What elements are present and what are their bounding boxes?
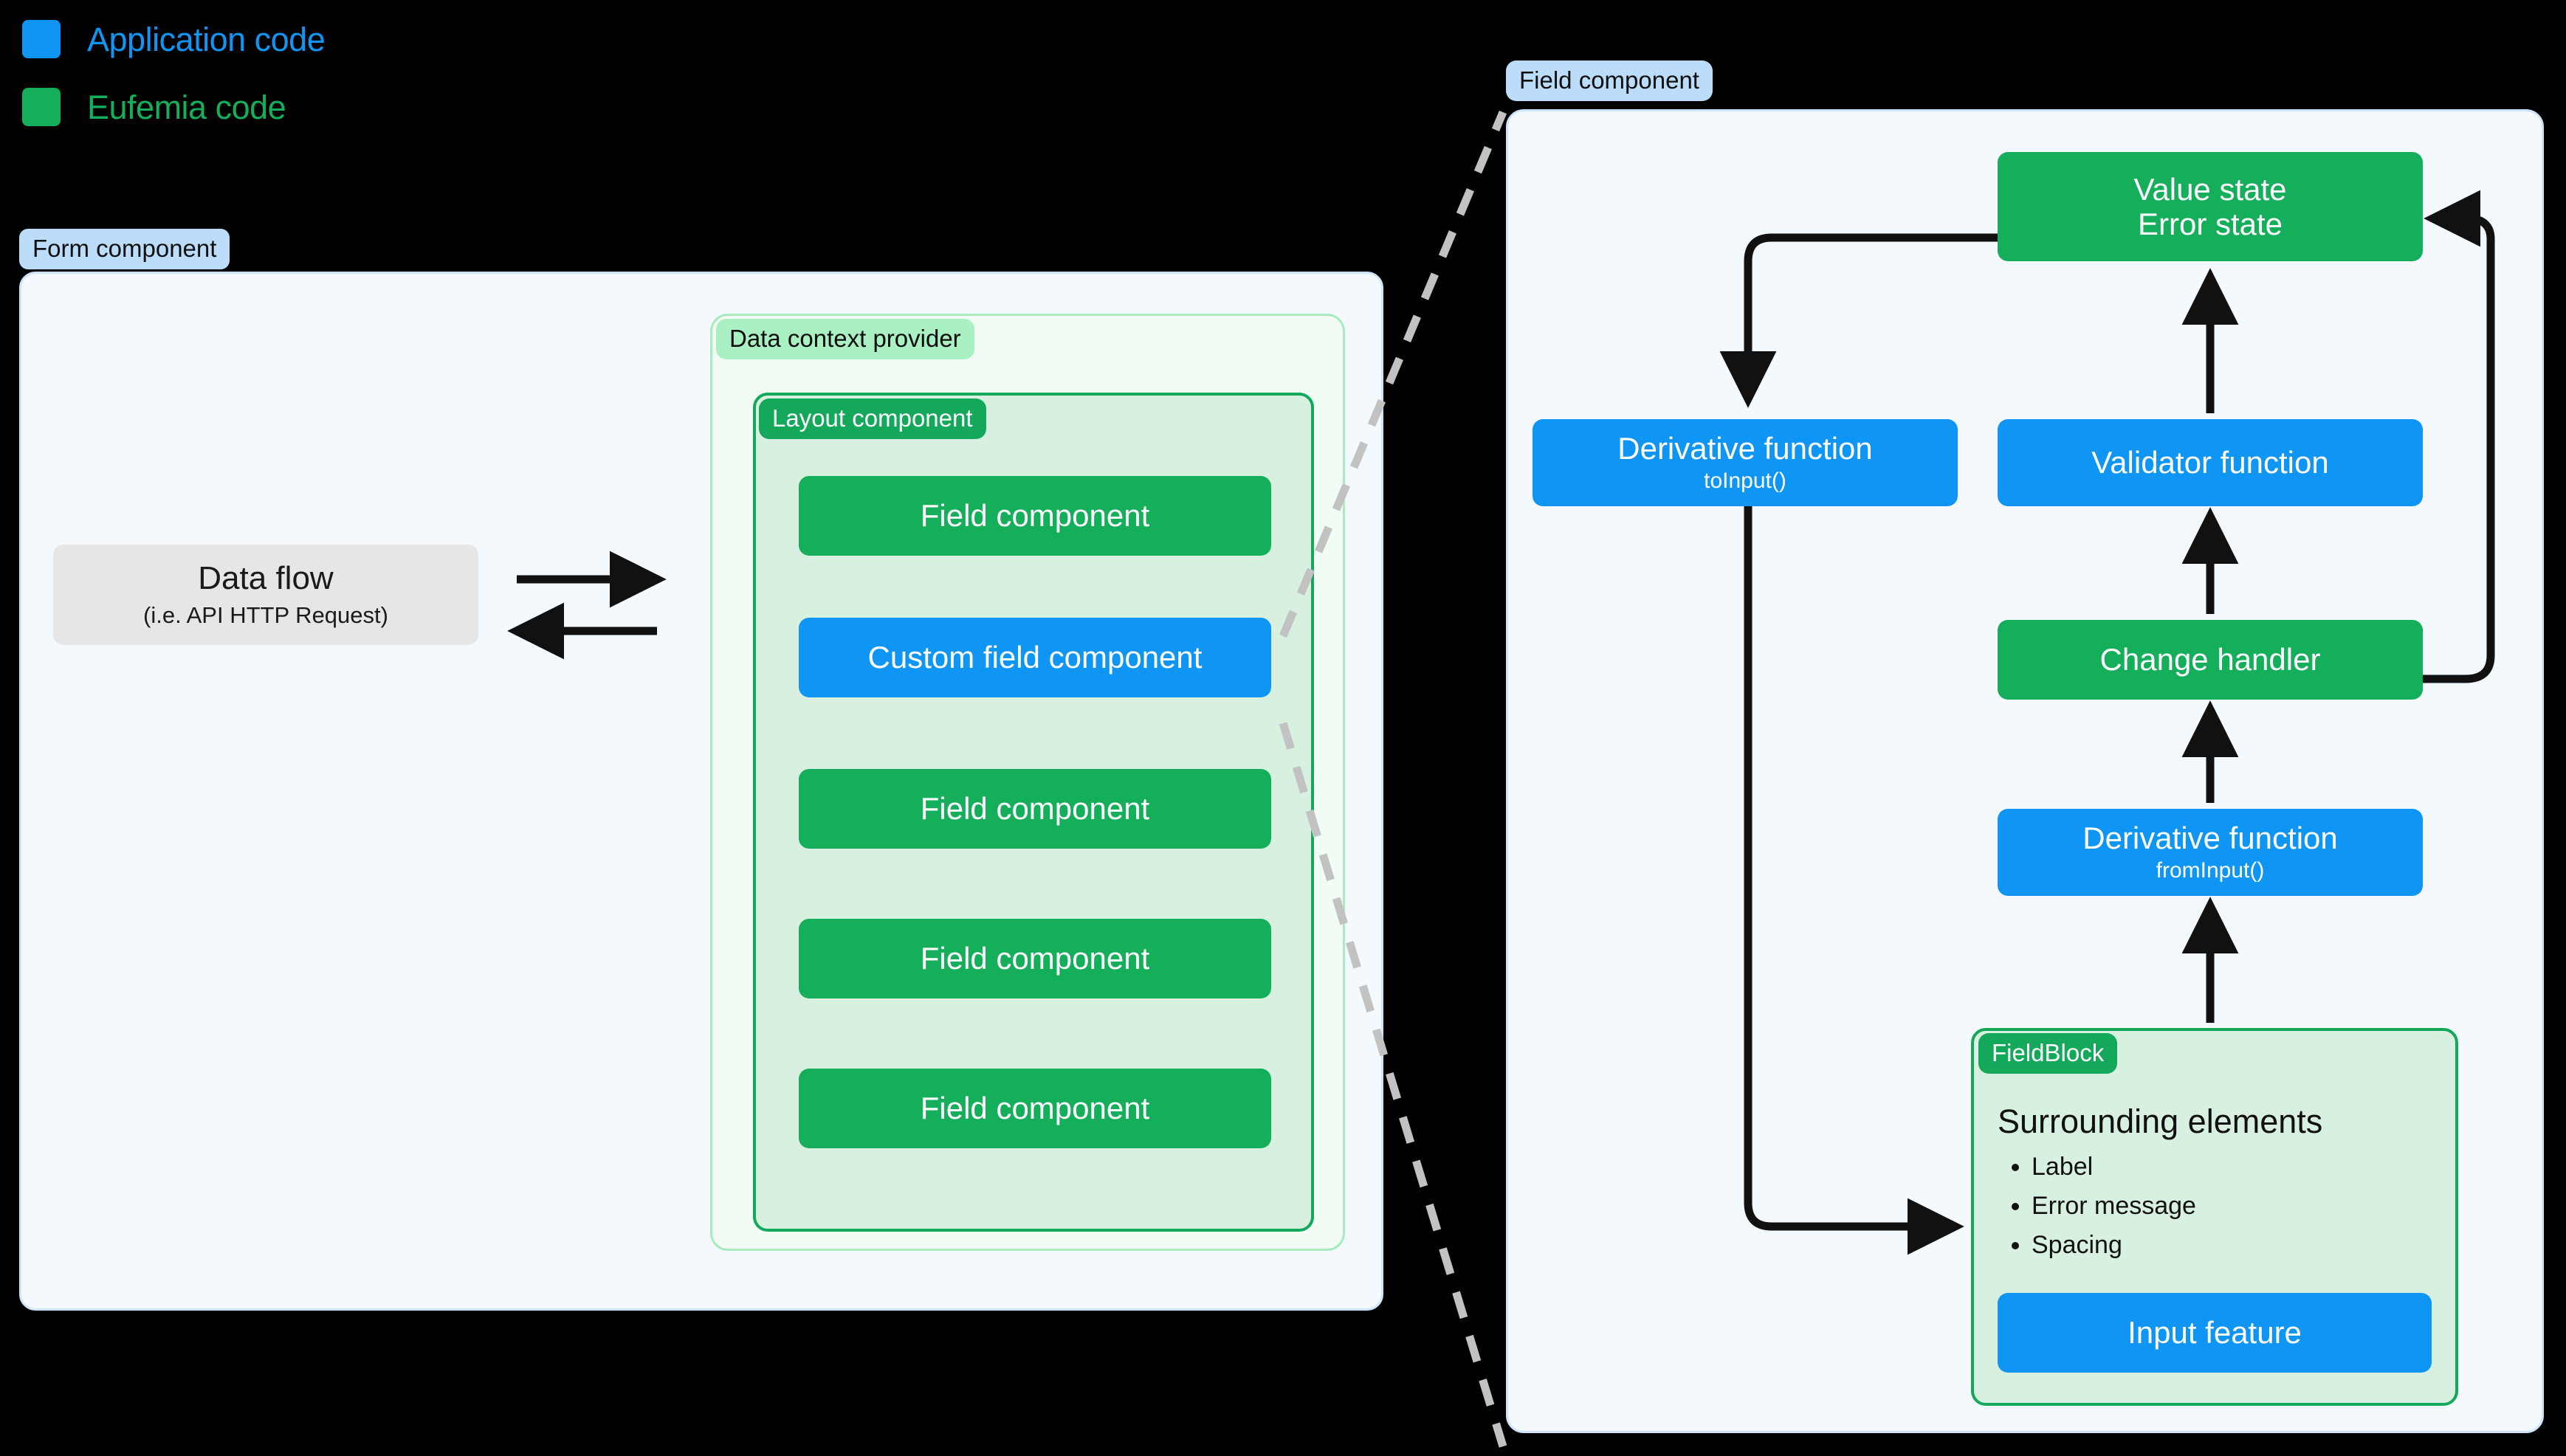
field-component-node-3[interactable]: Field component: [799, 919, 1271, 998]
field-component-node-2[interactable]: Field component: [799, 769, 1271, 849]
data-flow-box: Data flow (i.e. API HTTP Request): [53, 545, 478, 645]
field-component-label: Field component: [920, 498, 1150, 534]
validator-function-label: Validator function: [2091, 445, 2329, 480]
field-component-node-4[interactable]: Field component: [799, 1069, 1271, 1148]
field-block-content: Surrounding elements Label Error message…: [1998, 1104, 2441, 1264]
derivative-function-from-input-subtitle: fromInput(): [2156, 858, 2265, 883]
value-state-line-2: Error state: [2137, 207, 2283, 241]
data-flow-subtitle: (i.e. API HTTP Request): [143, 601, 388, 628]
legend-item-application-code: Application code: [22, 13, 480, 65]
form-component-panel-tag: Form component: [19, 229, 230, 269]
list-item: Label: [2032, 1148, 2441, 1187]
blue-square-swatch-icon: [22, 20, 61, 58]
surrounding-elements-heading: Surrounding elements: [1998, 1103, 2323, 1140]
validator-function-node[interactable]: Validator function: [1998, 419, 2423, 506]
legend-label-eufemia-code: Eufemia code: [87, 88, 286, 126]
legend-label-application-code: Application code: [87, 20, 326, 58]
value-state-node[interactable]: Value state Error state: [1998, 152, 2423, 261]
list-item: Spacing: [2032, 1226, 2441, 1265]
derivative-function-to-input-title: Derivative function: [1617, 431, 1873, 466]
layout-component-tag: Layout component: [759, 398, 986, 439]
field-component-label: Field component: [920, 941, 1150, 976]
custom-field-component-label: Custom field component: [867, 640, 1203, 675]
list-item: Error message: [2032, 1187, 2441, 1226]
derivative-function-from-input-node[interactable]: Derivative function fromInput(): [1998, 809, 2423, 896]
legend-item-eufemia-code: Eufemia code: [22, 81, 480, 133]
input-feature-node[interactable]: Input feature: [1998, 1293, 2432, 1373]
field-component-detail-panel-tag: Field component: [1506, 61, 1713, 101]
derivative-function-from-input-title: Derivative function: [2082, 821, 2338, 856]
green-square-swatch-icon: [22, 88, 61, 126]
change-handler-label: Change handler: [2099, 642, 2321, 677]
data-context-provider-tag: Data context provider: [716, 319, 974, 359]
surrounding-elements-list: Label Error message Spacing: [1998, 1148, 2441, 1264]
value-state-line-1: Value state: [2133, 171, 2287, 207]
field-component-label: Field component: [920, 1091, 1150, 1126]
custom-field-component-node[interactable]: Custom field component: [799, 618, 1271, 697]
field-component-node-1[interactable]: Field component: [799, 476, 1271, 556]
field-block-tag: FieldBlock: [1978, 1033, 2118, 1074]
field-component-label: Field component: [920, 791, 1150, 827]
data-flow-title: Data flow: [198, 560, 334, 597]
change-handler-node[interactable]: Change handler: [1998, 620, 2423, 700]
input-feature-label: Input feature: [2128, 1315, 2302, 1350]
derivative-function-to-input-subtitle: toInput(): [1704, 468, 1786, 493]
derivative-function-to-input-node[interactable]: Derivative function toInput(): [1533, 419, 1958, 506]
legend: Application code Eufemia code: [22, 13, 480, 149]
